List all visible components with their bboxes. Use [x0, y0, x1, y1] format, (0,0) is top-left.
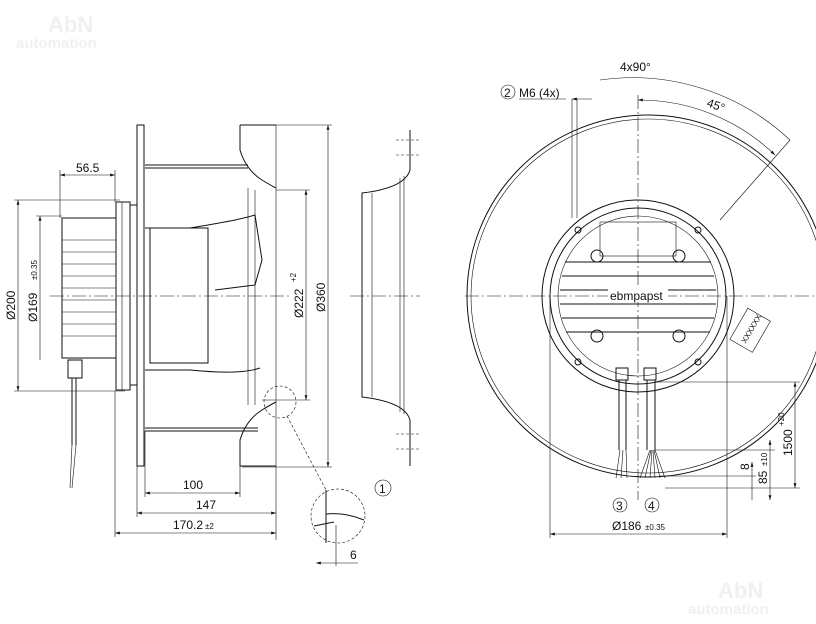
angle-45: 45° [705, 96, 727, 115]
callout-2-label: 2 [504, 86, 511, 100]
thread-label: M6 (4x) [519, 86, 560, 100]
dimensions-front: 4x90° 45° 2 M6 (4x) 3 4 Ø186 ±0.35 1500 … [500, 60, 800, 538]
dim-d169-tolerance: ±0.35 [30, 259, 39, 280]
detail-marker [263, 385, 297, 419]
motor-body [61, 201, 138, 489]
dim-d222-tolerance: +2 [289, 272, 298, 282]
dim-147: 147 [196, 498, 216, 512]
callout-3-label: 3 [616, 499, 623, 513]
cables [615, 380, 666, 479]
brand-logo: ebmpapst [610, 289, 663, 303]
watermark-text: AbN [48, 12, 93, 37]
dim-85-tolerance: ±10 [760, 452, 769, 466]
side-view: 56.5 Ø200 Ø169 ±0.35 Ø222 +2 Ø360 100 14… [4, 124, 420, 566]
inlet-ring [350, 130, 420, 466]
dim-d200: Ø200 [4, 290, 18, 320]
dim-56-5: 56.5 [76, 161, 100, 175]
dim-d169: Ø169 [26, 292, 40, 322]
dim-100: 100 [183, 478, 203, 492]
dim-6: 6 [350, 548, 357, 562]
callout-1-label: 1 [379, 482, 386, 496]
watermark-text: automation [16, 35, 97, 52]
mounting-plate [136, 124, 145, 467]
callout-1 [374, 479, 392, 497]
callout-2 [500, 84, 516, 100]
dim-d186-tolerance: ±0.35 [645, 523, 666, 532]
dim-1500: 1500 [781, 429, 795, 456]
dim-170-2-tolerance: ±2 [205, 522, 214, 531]
dim-85: 85 [756, 470, 770, 484]
dim-1500-tolerance: +20 [777, 412, 786, 426]
detail-view [310, 488, 366, 544]
dim-8: 8 [738, 463, 752, 470]
watermark-text: AbN [718, 578, 763, 603]
impeller-wheel [145, 124, 277, 540]
dimensions-side: 56.5 Ø200 Ø169 ±0.35 Ø222 +2 Ø360 100 14… [4, 124, 392, 566]
rating-label: XXXXXX [729, 307, 771, 353]
watermark-top-left: AbN automation [16, 12, 97, 52]
label-code: XXXXXX [740, 312, 764, 345]
callout-3 [612, 497, 628, 513]
dim-d186: Ø186 [612, 519, 642, 533]
dim-d360: Ø360 [314, 282, 328, 312]
dim-170-2: 170.2 [173, 518, 203, 532]
front-view: ebmpapst XXXXXX 4x90° 45° 2 M6 (4x) [465, 60, 816, 538]
angle-4x90: 4x90° [620, 60, 651, 74]
dim-d222: Ø222 [292, 288, 306, 318]
callout-4 [644, 497, 660, 513]
callout-4-label: 4 [648, 499, 655, 513]
watermark-text: automation [688, 601, 769, 618]
watermark-bottom-right: AbN automation [688, 578, 769, 618]
